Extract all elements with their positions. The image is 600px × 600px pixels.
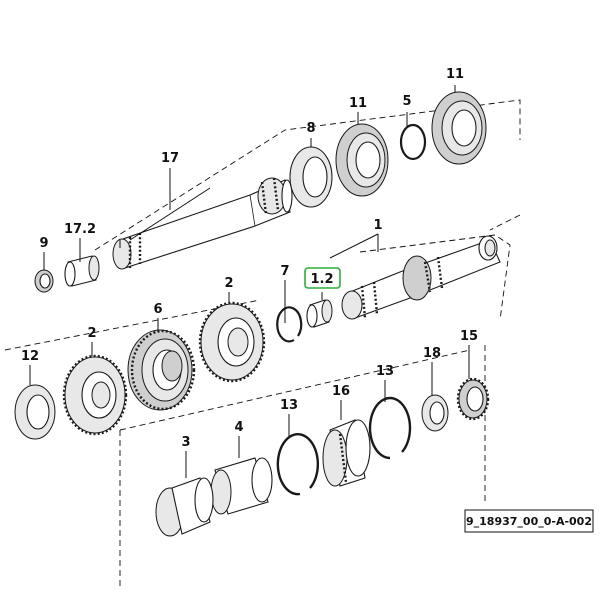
part-1-input-shaft (341, 235, 501, 320)
dashed-frame-lines (4, 99, 521, 590)
part-9-ring (34, 269, 54, 293)
callout-4: 4 (234, 420, 243, 435)
part-15-lock-nut (456, 377, 490, 421)
part-3-flanged-bushing (155, 477, 214, 537)
callout-3: 3 (181, 435, 190, 450)
part-11-bearing-right (431, 91, 487, 165)
part-8-seal (289, 146, 333, 208)
callout-9: 9 (39, 236, 48, 251)
leader-lines (29, 85, 470, 478)
callout-11-right: 11 (446, 67, 464, 82)
callout-16: 16 (332, 384, 350, 399)
callout-brackets (119, 187, 379, 259)
callout-15: 15 (460, 329, 478, 344)
part-16-needle-bearing (322, 419, 371, 487)
callout-11-left: 11 (349, 96, 367, 111)
callout-17: 17 (161, 151, 179, 166)
callout-13-left: 13 (280, 398, 298, 413)
callout-1: 1 (373, 218, 382, 233)
highlight-box-1-2 (304, 267, 341, 289)
callout-13-right: 13 (376, 364, 394, 379)
document-id: 9_18937_00_0-A-002 (466, 515, 592, 528)
part-18-ring (421, 394, 449, 432)
part-2-gear-right (198, 301, 266, 383)
callout-8: 8 (306, 121, 315, 136)
callout-2-left: 2 (87, 326, 96, 341)
part-13-snap-ring-left (276, 433, 320, 496)
callout-18: 18 (423, 346, 441, 361)
document-id-box (464, 509, 594, 533)
part-2-gear-left (62, 354, 128, 436)
callout-2-right: 2 (224, 276, 233, 291)
part-4-sleeve (210, 457, 273, 515)
part-11-bearing-left (335, 123, 389, 197)
part-17-2-bushing (64, 255, 100, 287)
part-6-synchronizer (127, 329, 196, 411)
part-1-2-bushing (306, 299, 333, 328)
callout-17-2: 17.2 (64, 222, 96, 237)
callout-12: 12 (21, 349, 39, 364)
callout-6: 6 (153, 302, 162, 317)
callout-1-2: 1.2 (310, 272, 333, 287)
callout-5: 5 (402, 94, 411, 109)
part-13-snap-ring-right (368, 396, 412, 460)
part-17-shaft (112, 177, 293, 270)
callout-7: 7 (280, 264, 289, 279)
part-12-seal (14, 384, 56, 440)
part-5-snap-ring (399, 123, 427, 161)
part-7-snap-ring (276, 306, 303, 343)
